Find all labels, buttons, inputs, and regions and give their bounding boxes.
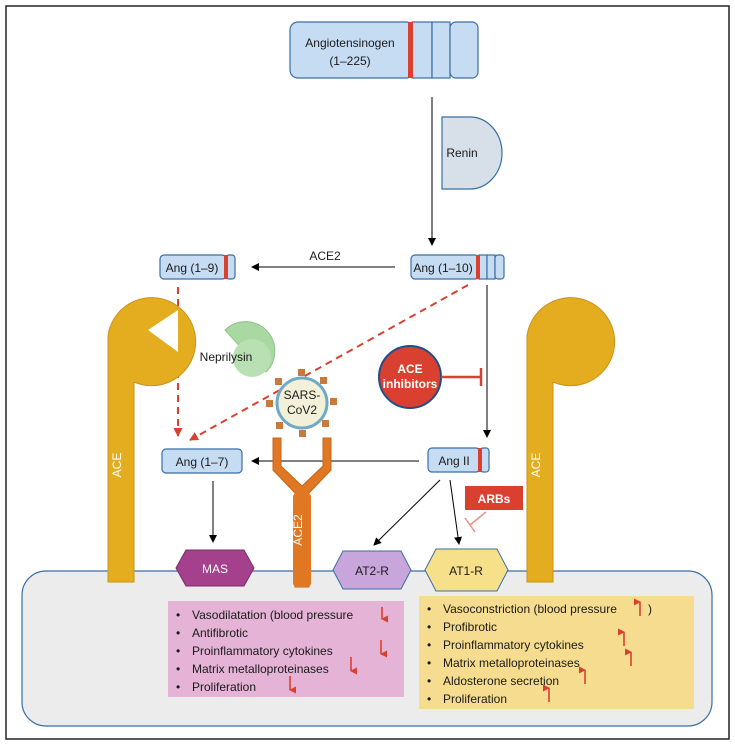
- neprilysin-enzyme: Neprilysin: [200, 321, 276, 377]
- renin-enzyme: Renin: [441, 116, 503, 190]
- ang-ii-label: Ang II: [438, 454, 469, 468]
- ace2-receptor-label: ACE2: [291, 514, 305, 546]
- effect-item: Vasoconstriction (blood pressure: [443, 602, 617, 616]
- bullet-icon: •: [427, 692, 431, 706]
- bullet-icon: •: [176, 680, 180, 694]
- ace2-receptor: ACE2: [272, 437, 332, 588]
- effect-item: Matrix metalloproteinases: [443, 656, 580, 670]
- arrow-ang-ii-to-at1r: [449, 479, 462, 545]
- angiotensinogen-label: Angiotensinogen: [305, 36, 394, 50]
- renin-label: Renin: [446, 146, 477, 160]
- mas-label: MAS: [202, 562, 228, 576]
- ang-1-10-node: Ang (1–10): [410, 254, 505, 280]
- arbs-inhibition-line: [469, 511, 487, 526]
- effect-item: Profibrotic: [443, 620, 497, 634]
- at1r-receptor: AT1-R: [424, 548, 509, 592]
- ace-right-label: ACE: [529, 453, 543, 478]
- mas-receptor: MAS: [175, 549, 255, 587]
- bullet-icon: •: [427, 638, 431, 652]
- bullet-icon: •: [427, 602, 431, 616]
- bullet-icon: •: [427, 656, 431, 670]
- effect-item: Proliferation: [443, 692, 507, 706]
- effect-item: Proinflammatory cytokines: [443, 638, 584, 652]
- bullet-icon: •: [176, 662, 180, 676]
- arbs-inhibition-bar: [464, 517, 476, 533]
- virus-spikes: [266, 369, 337, 437]
- ang-1-10-label: Ang (1–10): [413, 261, 472, 275]
- effect-item: Matrix metalloproteinases: [192, 662, 329, 676]
- at1-effects-panel: • Vasoconstriction (blood pressure • Profib…: [419, 596, 694, 709]
- ang-ii-node: Ang II: [427, 447, 490, 473]
- at1-effects-list: • Vasoconstriction (blood pressure • Profib…: [427, 602, 617, 706]
- bullet-icon: •: [427, 620, 431, 634]
- effect-item: Aldosterone secretion: [443, 674, 559, 688]
- ang-1-9-node: Ang (1–9): [159, 254, 236, 280]
- bullet-icon: •: [176, 644, 180, 658]
- ace-inhibitors-label-1: ACE: [397, 362, 422, 376]
- ace2-enzyme-label: ACE2: [309, 249, 341, 263]
- at2r-label: AT2-R: [355, 564, 389, 578]
- ace-left-label: ACE: [110, 453, 124, 478]
- ace-inhibitors-drug: ACE inhibitors: [378, 345, 483, 409]
- sars-cov2-virus: SARS- CoV2: [266, 369, 337, 437]
- effect-item: Proliferation: [192, 680, 256, 694]
- effect-item: Antifibrotic: [192, 626, 248, 640]
- at1r-label: AT1-R: [449, 564, 483, 578]
- ace-right-receptor: ACE: [496, 297, 616, 583]
- arrow-ang-ii-to-at2r: [373, 479, 441, 546]
- dashed-arrow-ang-1-10-to-1-7: [189, 284, 469, 441]
- effect-item: Proinflammatory cytokines: [192, 644, 333, 658]
- ang-1-7-label: Ang (1–7): [176, 455, 229, 469]
- ace-left-receptor: ACE: [107, 297, 197, 583]
- at2r-receptor: AT2-R: [332, 550, 412, 590]
- at1-up-arrows: [543, 598, 641, 702]
- bullet-icon: •: [176, 626, 180, 640]
- angiotensinogen-node: Angiotensinogen (1–225): [289, 21, 479, 79]
- mas-effects-panel: • Vasodilatation (blood pressure • Antifibr…: [168, 601, 404, 697]
- mas-effects-list: • Vasodilatation (blood pressure • Antifibr…: [176, 608, 354, 694]
- ang-1-7-node: Ang (1–7): [161, 448, 243, 474]
- angiotensinogen-range-label: (1–225): [329, 54, 370, 68]
- neprilysin-label: Neprilysin: [200, 350, 253, 364]
- bullet-icon: •: [176, 608, 180, 622]
- ang-1-9-label: Ang (1–9): [166, 261, 219, 275]
- ace-inhibitors-label-2: inhibitors: [383, 377, 438, 391]
- sars-label-1: SARS-: [284, 388, 321, 402]
- closing-paren: ): [648, 602, 652, 616]
- bullet-icon: •: [427, 674, 431, 688]
- arbs-label: ARBs: [478, 492, 511, 506]
- sars-label-2: CoV2: [287, 403, 317, 417]
- arbs-drug: ARBs: [464, 486, 523, 533]
- effect-item: Vasodilatation (blood pressure: [192, 608, 354, 622]
- mas-down-arrows: [289, 607, 388, 694]
